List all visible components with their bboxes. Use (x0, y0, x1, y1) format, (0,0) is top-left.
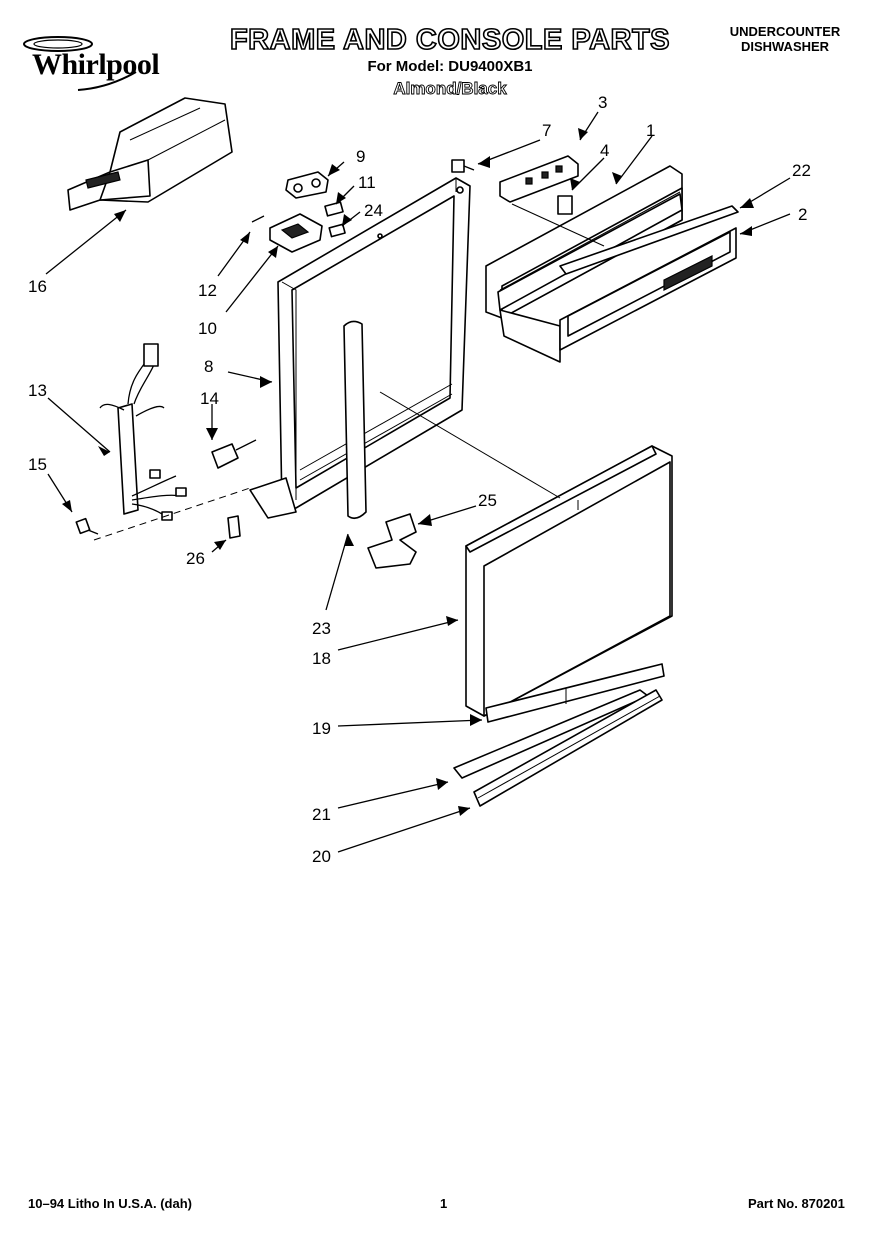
callout-23: 23 (312, 619, 331, 638)
part-12-pin (251, 215, 265, 223)
logo-swoosh-icon (23, 36, 137, 91)
callout-labels: 1 2 3 4 7 8 9 10 11 12 13 14 15 16 18 19… (28, 93, 811, 866)
part-8-door-frame (249, 177, 471, 519)
color-line: Almond/Black (393, 79, 507, 99)
part-25-bracket (367, 513, 417, 569)
part-23-tube (343, 320, 367, 520)
callout-13: 13 (28, 381, 47, 400)
callout-4: 4 (600, 141, 609, 160)
page-number: 1 (440, 1196, 448, 1211)
part-14-connector (211, 439, 257, 469)
part-1-console (485, 165, 683, 363)
callout-20: 20 (312, 847, 331, 866)
part-4-switch (557, 195, 573, 215)
part-11-connector (324, 201, 344, 217)
callout-19: 19 (312, 719, 331, 738)
part-3-switch-board (499, 155, 579, 203)
whirlpool-logo: Whirlpool (18, 30, 176, 108)
product-type: UNDERCOUNTER DISHWASHER (700, 24, 870, 54)
callout-24: 24 (364, 201, 383, 220)
part-7-screw (451, 159, 475, 173)
assembly-line (93, 487, 251, 541)
callout-26: 26 (186, 549, 205, 568)
part-13-wire-harness (99, 343, 187, 521)
part-10-housing (269, 213, 323, 253)
callout-2: 2 (798, 205, 807, 224)
callout-16: 16 (28, 277, 47, 296)
part-26-clip (227, 515, 241, 539)
part-number: Part No. 870201 (748, 1196, 845, 1211)
page-title: FRAME AND CONSOLE PARTS (229, 23, 671, 57)
callout-10: 10 (198, 319, 217, 338)
part-24-clip (328, 223, 346, 238)
callout-12: 12 (198, 281, 217, 300)
callout-21: 21 (312, 805, 331, 824)
part-18-door-panel (465, 445, 673, 717)
product-line-1: UNDERCOUNTER (729, 24, 841, 39)
print-info: 10–94 Litho In U.S.A. (dah) (28, 1196, 192, 1211)
model-line: For Model: DU9400XB1 (367, 58, 533, 75)
part-20-strip (473, 689, 663, 807)
callout-14: 14 (200, 389, 219, 408)
part-19-trim (485, 663, 665, 723)
callout-11: 11 (358, 173, 376, 192)
arrowheads (62, 128, 754, 816)
callout-9: 9 (356, 147, 365, 166)
callout-25: 25 (478, 491, 497, 510)
callout-18: 18 (312, 649, 331, 668)
part-15-screw (75, 517, 99, 535)
part-16-bracket (67, 97, 233, 211)
brand-wordmark: Whirlpool (32, 48, 160, 81)
callout-1: 1 (646, 121, 655, 140)
part-22-strip (559, 205, 739, 275)
title-block: FRAME AND CONSOLE PARTS For Model: DU940… (190, 23, 710, 100)
part-9-switch (285, 171, 329, 199)
callout-22: 22 (792, 161, 811, 180)
callout-8: 8 (204, 357, 213, 376)
assembly-line (379, 391, 561, 499)
callout-15: 15 (28, 455, 47, 474)
product-line-2: DISHWASHER (740, 39, 830, 54)
part-2-console-panel (559, 227, 737, 351)
callout-3: 3 (598, 93, 607, 112)
assembly-line (511, 203, 605, 247)
callout-7: 7 (542, 121, 551, 140)
